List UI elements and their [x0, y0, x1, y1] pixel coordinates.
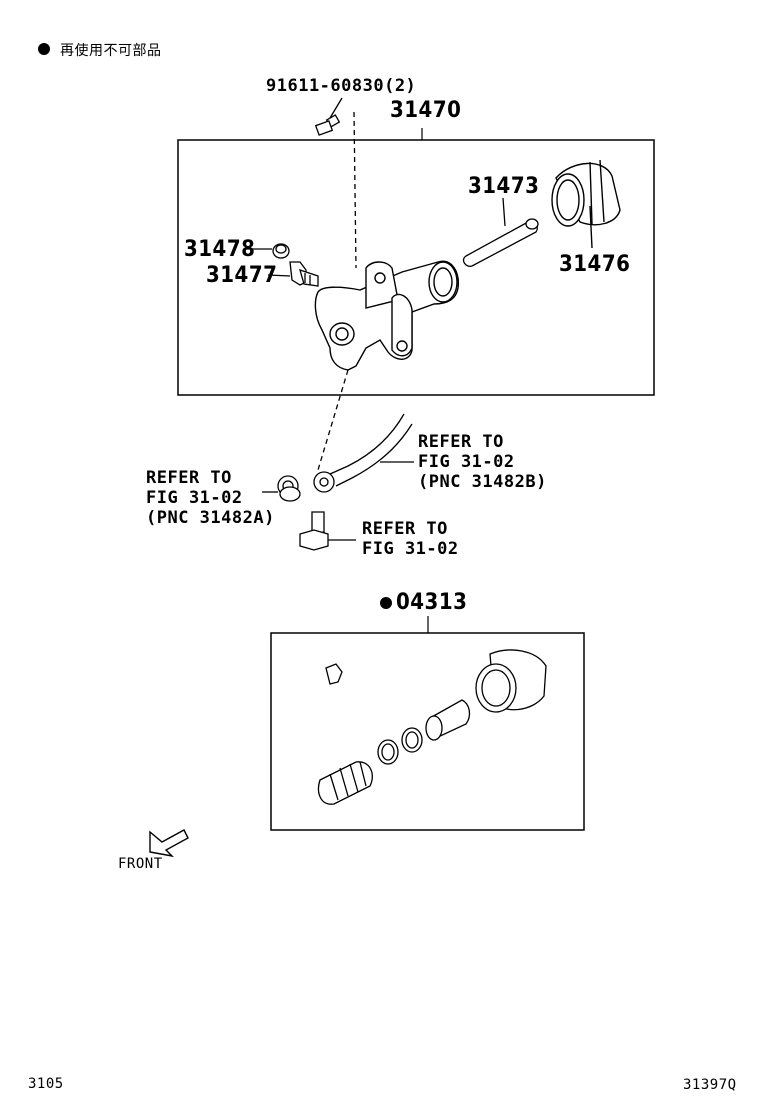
- refer-union-bolt[interactable]: REFER TO FIG 31-02: [362, 519, 459, 559]
- push-rod-icon: [462, 197, 539, 267]
- non-reusable-note: 再使用不可部品: [60, 43, 162, 59]
- illustration-id: 31397Q: [683, 1077, 737, 1093]
- refer-gasket[interactable]: REFER TO FIG 31-02 (PNC 31482A): [146, 468, 275, 528]
- front-arrow-icon: [149, 829, 189, 858]
- dashed-guide-bolt: [353, 111, 357, 269]
- bleeder-cap-icon: [246, 243, 290, 259]
- part-number-31478[interactable]: 31478: [184, 237, 256, 262]
- dashed-guide-hose: [317, 369, 349, 471]
- part-number-31470[interactable]: 31470: [390, 98, 462, 123]
- part-number-04313[interactable]: 04313: [396, 590, 468, 615]
- figure-number: 3105: [28, 1076, 64, 1092]
- part-number-31476[interactable]: 31476: [559, 252, 631, 277]
- cylinder-boot-icon: [551, 159, 621, 249]
- part-number-bolt[interactable]: 91611-60830(2): [266, 76, 417, 96]
- assembly-box-31470: [177, 139, 655, 396]
- part-number-31473[interactable]: 31473: [468, 174, 540, 199]
- part-number-31477[interactable]: 31477: [206, 263, 278, 288]
- release-cylinder-icon: [314, 260, 459, 371]
- bolt-icon: [314, 97, 343, 136]
- gasket-icon: [262, 475, 301, 502]
- non-reusable-bullet-icon: [380, 597, 392, 609]
- bleeder-plug-icon: [267, 261, 319, 287]
- kit-parts-icon: [317, 649, 547, 805]
- non-reusable-bullet-icon: [38, 43, 50, 55]
- flexible-hose-icon: [313, 413, 414, 493]
- refer-hose[interactable]: REFER TO FIG 31-02 (PNC 31482B): [418, 432, 547, 492]
- union-bolt-icon: [299, 511, 356, 551]
- front-label: FRONT: [118, 856, 163, 872]
